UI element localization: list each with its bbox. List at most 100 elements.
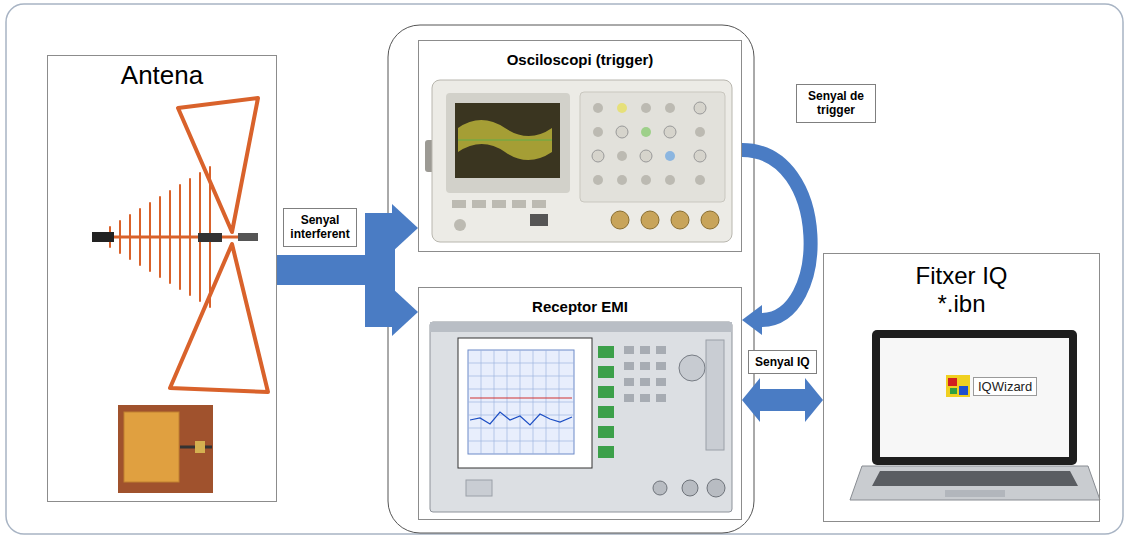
box-title: Antena [48, 61, 276, 91]
patch-antenna-part [195, 441, 205, 453]
emi-receiver-picture-part [640, 346, 650, 354]
laptop-picture-part [959, 386, 968, 395]
emi-receiver-picture-part [598, 366, 614, 378]
emi-receiver-picture-part [598, 346, 614, 358]
oscilloscope-picture-part [641, 175, 651, 185]
oscilloscope-picture-part [701, 211, 719, 229]
oscilloscope-picture-part [592, 150, 604, 162]
patch-antenna-part [124, 412, 179, 482]
oscilloscope-picture-part [593, 127, 603, 137]
oscilloscope-picture-part [665, 103, 675, 113]
software-label: IQWizard [973, 377, 1037, 396]
log-periodic-antenna-part [179, 185, 181, 289]
group-frame [388, 25, 754, 533]
laptop-picture-part [880, 338, 1069, 457]
box-title: Fitxer IQ *.ibn [892, 262, 1032, 317]
emi-receiver-picture-part [656, 378, 666, 386]
log-periodic-antenna [92, 98, 268, 392]
log-periodic-antenna-part [178, 98, 258, 232]
patch-antenna [118, 405, 213, 493]
oscilloscope-picture-part [458, 140, 552, 141]
outer-frame-part [6, 4, 1123, 534]
log-periodic-antenna-part [139, 209, 141, 265]
emi-receiver-picture-part [466, 480, 492, 496]
oscilloscope-picture-part [617, 103, 627, 113]
box-title: Osciloscopi (trigger) [419, 51, 741, 68]
emi-receiver-picture-part [706, 340, 724, 450]
oscilloscope-picture-part [694, 150, 706, 162]
arrow-head [742, 305, 762, 335]
emi-receiver-picture-part [430, 322, 732, 512]
emi-receiver-picture-part [640, 394, 650, 402]
oscilloscope-picture-part [671, 211, 689, 229]
laptop-picture-part [945, 490, 1005, 497]
oscilloscope-picture-part [492, 200, 506, 208]
oscilloscope-picture-part [617, 175, 627, 185]
emi-receiver-picture-part [598, 386, 614, 398]
titled-box: Osciloscopi (trigger) [418, 40, 742, 252]
oscilloscope-picture-part [454, 219, 466, 231]
log-periodic-antenna-part [159, 197, 161, 277]
signal-label: Senyal interferent [283, 208, 357, 247]
emi-receiver-picture-part [598, 406, 614, 418]
oscilloscope-picture-part [432, 80, 732, 242]
log-periodic-antenna-part [149, 203, 151, 271]
block-arrow [742, 378, 823, 422]
log-periodic-antenna-part [238, 233, 258, 241]
arrow-shaft [759, 389, 806, 411]
oscilloscope-picture-part [446, 93, 570, 193]
oscilloscope-picture-part [640, 150, 652, 162]
oscilloscope-picture-part [593, 175, 603, 185]
oscilloscope-picture-part [695, 175, 705, 185]
log-periodic-antenna-part [129, 215, 131, 259]
oscilloscope-picture-part [617, 151, 627, 161]
block-arrow [277, 270, 418, 336]
emi-receiver-picture-part [707, 479, 725, 497]
emi-receiver-picture-part [468, 350, 574, 454]
emi-receiver-picture-part [458, 338, 592, 468]
titled-box: Receptor EMI [418, 287, 742, 520]
emi-receiver-picture-part [598, 426, 614, 438]
oscilloscope-picture-part [611, 211, 629, 229]
arrow-head [742, 378, 760, 422]
laptop-picture-part [872, 330, 1077, 465]
arrow-head [392, 204, 418, 252]
emi-receiver-picture-part [468, 350, 574, 454]
oscilloscope-picture-part [512, 200, 526, 208]
emi-receiver-picture-part [598, 446, 614, 458]
emi-receiver-picture-part [640, 378, 650, 386]
oscilloscope-picture-part [665, 151, 675, 161]
emi-receiver-picture-part [653, 481, 667, 495]
signal-label: Senyal IQ [748, 350, 817, 374]
emi-receiver-picture-part [656, 394, 666, 402]
oscilloscope-picture [425, 80, 732, 242]
oscilloscope-picture-part [530, 214, 548, 226]
laptop-picture-part [850, 466, 1100, 500]
log-periodic-antenna-part [92, 232, 114, 242]
patch-antenna-part [118, 405, 213, 493]
oscilloscope-picture-part [665, 175, 675, 185]
emi-receiver-picture-part [656, 346, 666, 354]
emi-receiver-picture-part [682, 480, 698, 496]
oscilloscope-picture-part [616, 126, 628, 138]
signal-label: Senyal de trigger [796, 84, 876, 123]
titled-box: Fitxer IQ *.ibn [823, 253, 1100, 522]
log-periodic-antenna-part [170, 244, 268, 392]
block-arrow [742, 150, 811, 335]
laptop-picture-part [948, 378, 957, 386]
log-periodic-antenna-part [119, 221, 121, 253]
laptop-picture-part [946, 375, 970, 397]
outer-frame [6, 4, 1123, 534]
emi-receiver-picture-part [679, 355, 705, 381]
oscilloscope-picture-part [641, 127, 651, 137]
laptop-picture-part [950, 388, 957, 394]
emi-receiver-picture-part [470, 412, 572, 425]
box-title: Receptor EMI [419, 298, 741, 315]
emi-receiver-picture-part [624, 394, 634, 402]
oscilloscope-picture-part [641, 211, 659, 229]
oscilloscope-picture-part [472, 200, 486, 208]
oscilloscope-picture-part [593, 103, 603, 113]
oscilloscope-picture-part [532, 200, 546, 208]
group-frame-part [388, 25, 754, 533]
